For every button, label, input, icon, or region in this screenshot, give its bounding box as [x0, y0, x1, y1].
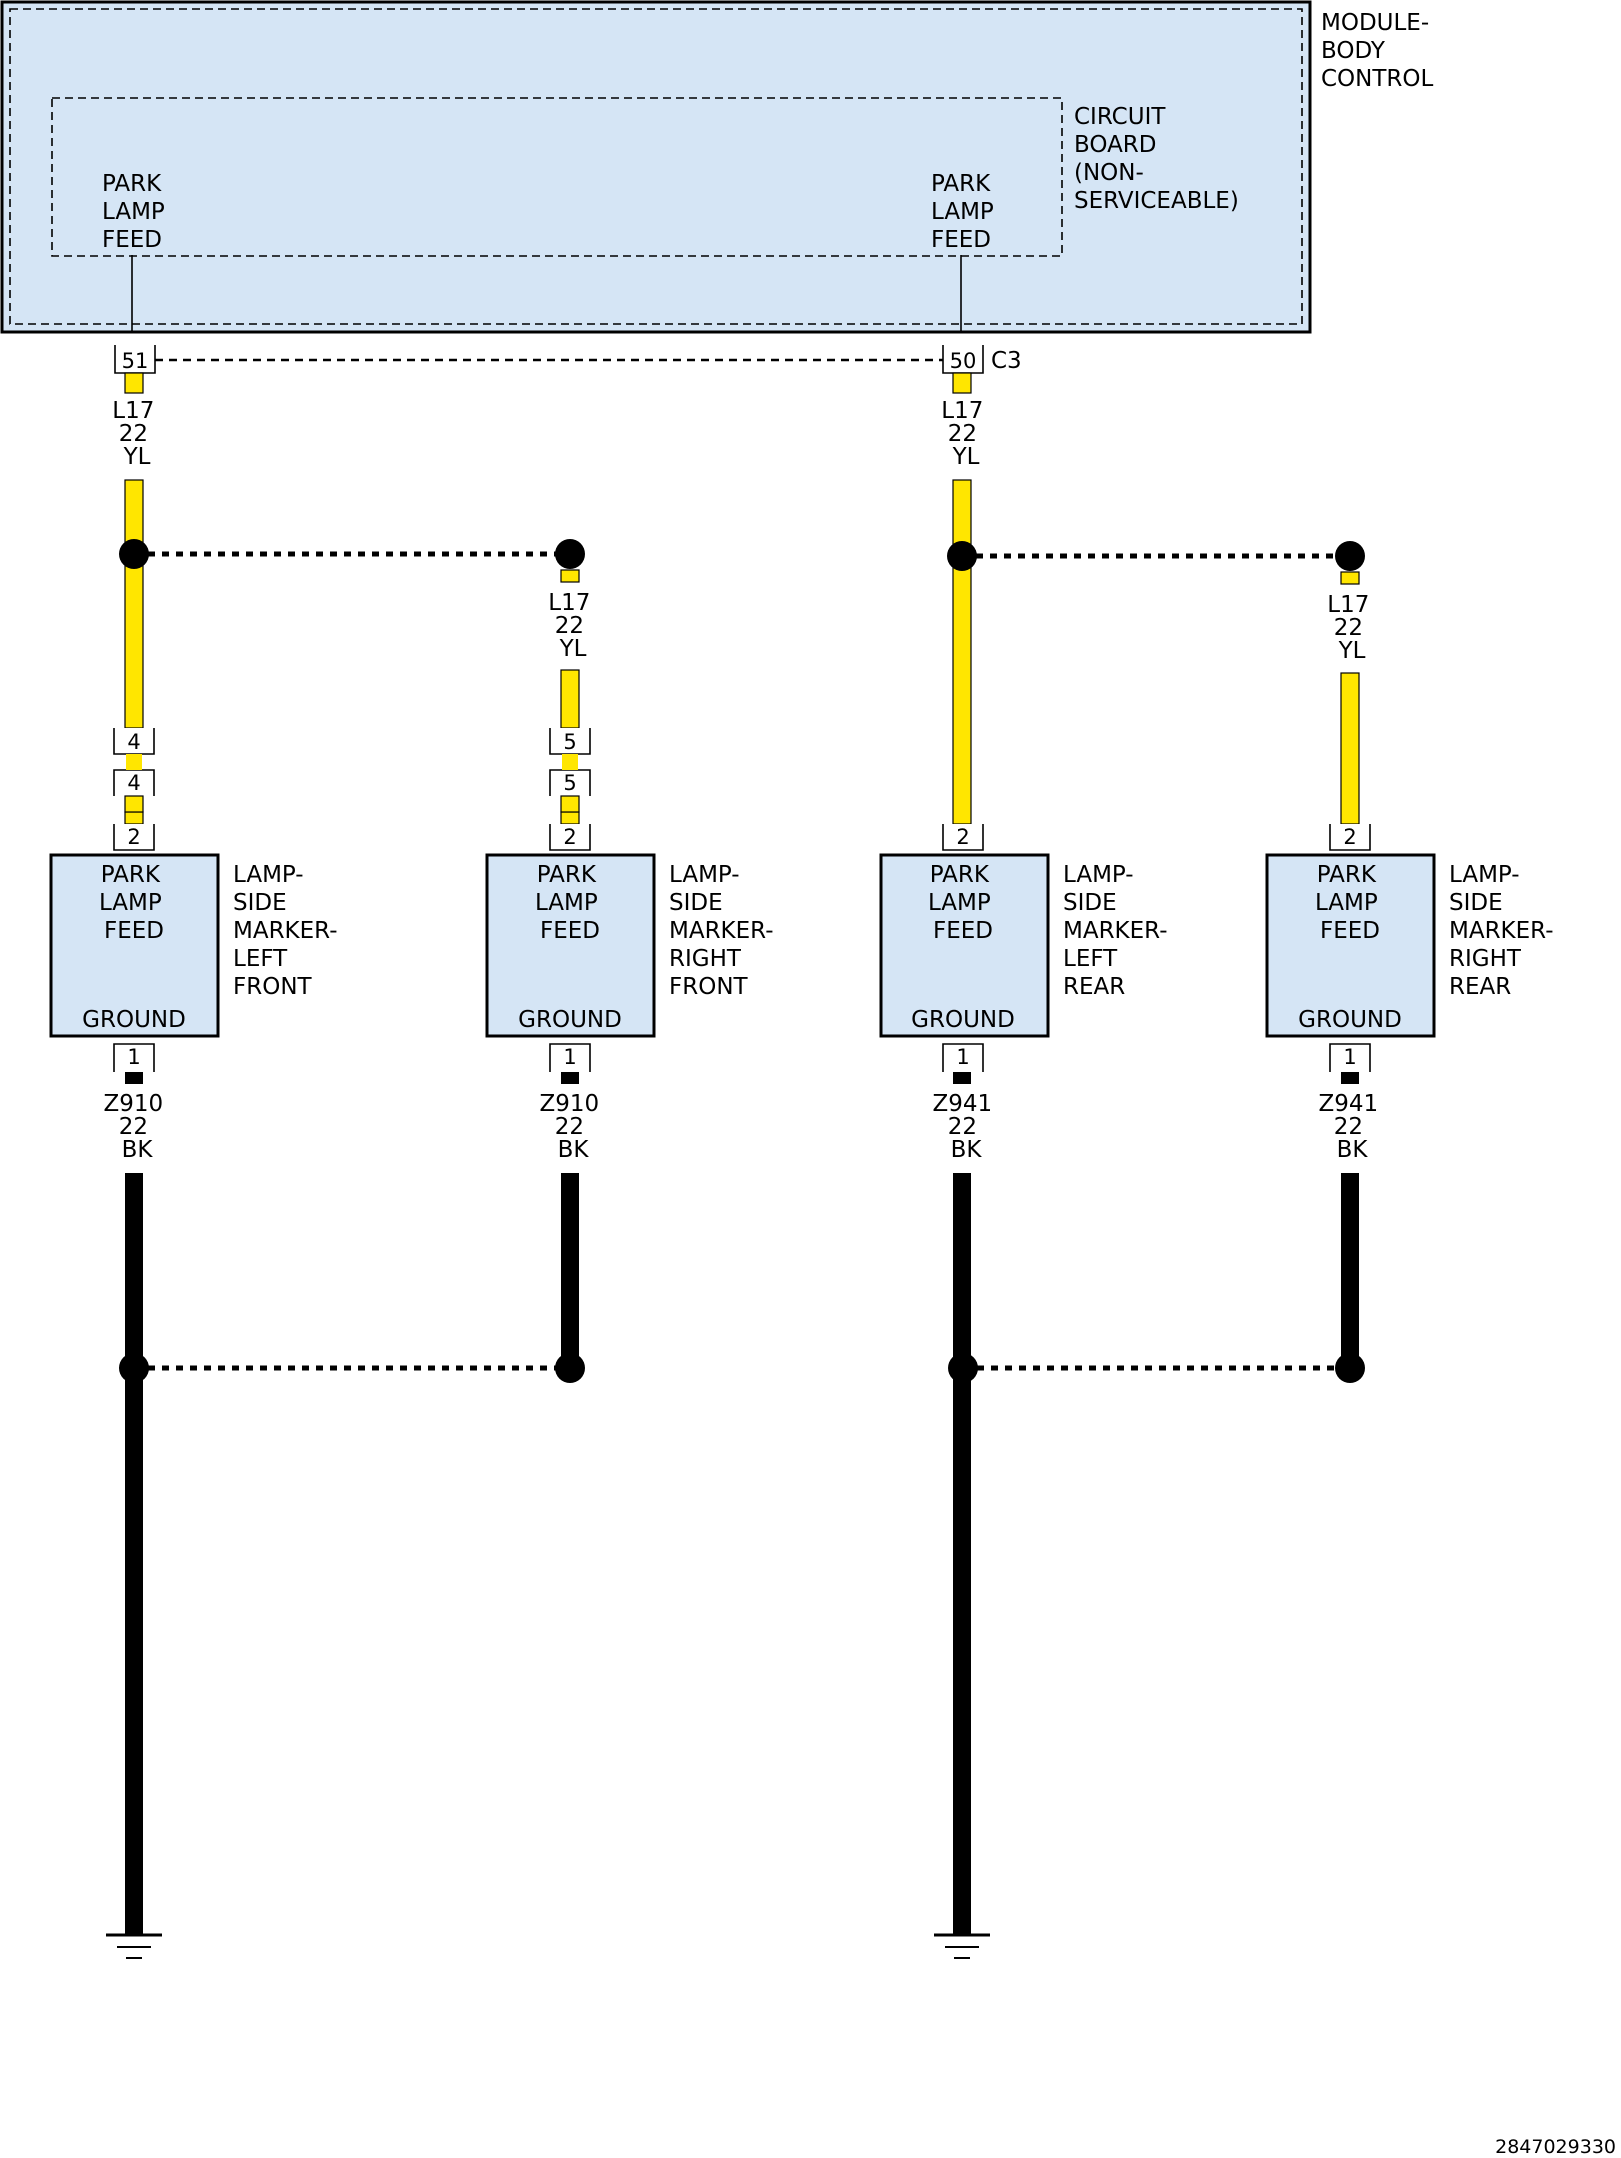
feed-pin-label: 2 — [956, 825, 969, 849]
lamp-name: LAMP- SIDE MARKER- LEFT FRONT — [233, 862, 345, 1000]
splice-dot — [947, 541, 977, 571]
module-feed-label-right: PARK LAMP FEED — [931, 171, 1001, 253]
splice-dot — [1335, 1353, 1365, 1383]
lamp-side-marker-left-rear: 2 PARK LAMP FEED GROUND LAMP- SIDE MARKE… — [879, 824, 1175, 1072]
wire-black — [1341, 1173, 1359, 1368]
wire-yellow — [124, 811, 144, 825]
wire-black — [1341, 1072, 1359, 1084]
splice-dot — [555, 539, 585, 569]
ground-symbol-icon — [106, 1933, 162, 1959]
splice-dot — [555, 1353, 585, 1383]
wire-black — [561, 1173, 579, 1368]
wire-yellow — [124, 372, 144, 394]
ground-wire-label: Z941 22 BK — [933, 1091, 1000, 1163]
module-body-control: MODULE- BODY CONTROL CIRCUIT BOARD (NON-… — [0, 0, 1436, 334]
splice-dot — [948, 1353, 978, 1383]
feed-pin-label: 2 — [1343, 825, 1356, 849]
wire-yellow — [560, 569, 580, 583]
feed-wires — [124, 372, 1360, 825]
ground-pin-label: 1 — [1343, 1045, 1356, 1069]
wire-black — [561, 1072, 579, 1084]
ground-wire-label: Z910 22 BK — [540, 1091, 607, 1163]
connector-c3: 51 50 C3 — [114, 345, 1022, 374]
feed-pin-label: 2 — [563, 825, 576, 849]
ground-pin-box — [549, 1043, 591, 1072]
splice-dot — [119, 539, 149, 569]
lamp-feed-label: PARK LAMP FEED — [1315, 862, 1385, 944]
wire-yellow — [560, 669, 580, 729]
module-inner-dashed — [9, 8, 1303, 325]
ground-pin-box — [1329, 1043, 1371, 1072]
pin-label: 4 — [127, 730, 140, 754]
lamp-ground-label: GROUND — [911, 1007, 1015, 1033]
splice-dot — [119, 1353, 149, 1383]
feed-pin-box — [1329, 824, 1371, 851]
lamp-side-marker-right-front: 2 PARK LAMP FEED GROUND LAMP- SIDE MARKE… — [485, 824, 781, 1072]
splice-dot — [1335, 541, 1365, 571]
module-feed-label-left: PARK LAMP FEED — [102, 171, 172, 253]
lamp-box — [485, 853, 656, 1038]
wire-black — [953, 1072, 971, 1084]
ground-symbol-icon — [934, 1933, 990, 1959]
feed-wire-label: L17 22 YL — [941, 398, 990, 470]
ground-pin-box — [113, 1043, 155, 1072]
ground-wire-label: Z941 22 BK — [1319, 1091, 1386, 1163]
feed-wire-label: L17 22 YL — [1327, 592, 1376, 664]
lamp-name: LAMP- SIDE MARKER- LEFT REAR — [1063, 862, 1175, 1000]
circuit-board-outline — [51, 97, 1063, 257]
pin-label: 4 — [127, 771, 140, 795]
wire-black — [125, 1173, 143, 1935]
inline-connector-front-right: 5 5 — [549, 728, 591, 796]
wire-yellow — [952, 372, 972, 394]
wire-black — [125, 1072, 143, 1084]
lamp-name: LAMP- SIDE MARKER- RIGHT FRONT — [669, 862, 781, 1000]
ground-pin-box — [942, 1043, 984, 1072]
pin-label: 5 — [563, 730, 576, 754]
pin-51-label: 51 — [122, 349, 149, 373]
lamp-feed-label: PARK LAMP FEED — [535, 862, 605, 944]
wire-black — [953, 1173, 971, 1935]
lamp-feed-label: PARK LAMP FEED — [928, 862, 998, 944]
module-name: MODULE- BODY CONTROL — [1321, 10, 1436, 92]
circuit-board-label: CIRCUIT BOARD (NON- SERVICEABLE) — [1074, 104, 1239, 214]
inline-connector-front-left: 4 4 — [113, 728, 155, 796]
feed-wire-label: L17 22 YL — [548, 590, 597, 662]
lamp-box — [49, 853, 220, 1038]
lamp-side-marker-right-rear: 2 PARK LAMP FEED GROUND LAMP- SIDE MARKE… — [1265, 824, 1561, 1072]
pin-label: 5 — [563, 771, 576, 795]
wire-yellow — [124, 479, 144, 729]
wire-yellow — [124, 795, 144, 813]
wire-yellow — [1340, 672, 1360, 825]
connector-c3-name: C3 — [991, 348, 1022, 374]
ground-wire-label: Z910 22 BK — [104, 1091, 171, 1163]
lamp-ground-label: GROUND — [82, 1007, 186, 1033]
ground-pin-label: 1 — [956, 1045, 969, 1069]
pin-50-label: 50 — [950, 349, 977, 373]
lamp-name: LAMP- SIDE MARKER- RIGHT REAR — [1449, 862, 1561, 1000]
lamp-box — [879, 853, 1050, 1038]
ground-pin-label: 1 — [563, 1045, 576, 1069]
ground-wires — [125, 1072, 1359, 1935]
diagram-id: 2847029330 — [1495, 2136, 1616, 2158]
lamp-ground-label: GROUND — [1298, 1007, 1402, 1033]
feed-wire-label: L17 22 YL — [112, 398, 161, 470]
module-outline — [0, 0, 1312, 334]
lamp-box — [1265, 853, 1436, 1038]
wire-yellow — [1340, 571, 1360, 585]
lamp-ground-label: GROUND — [518, 1007, 622, 1033]
lamp-feed-label: PARK LAMP FEED — [99, 862, 169, 944]
ground-pin-label: 1 — [127, 1045, 140, 1069]
lamp-side-marker-left-front: 2 PARK LAMP FEED GROUND LAMP- SIDE MARKE… — [49, 824, 345, 1072]
feed-pin-box — [549, 824, 591, 851]
wire-yellow — [952, 479, 972, 825]
feed-pin-box — [113, 824, 155, 851]
feed-pin-box — [942, 824, 984, 851]
wire-yellow — [560, 795, 580, 813]
feed-pin-label: 2 — [127, 825, 140, 849]
wire-yellow — [560, 811, 580, 825]
